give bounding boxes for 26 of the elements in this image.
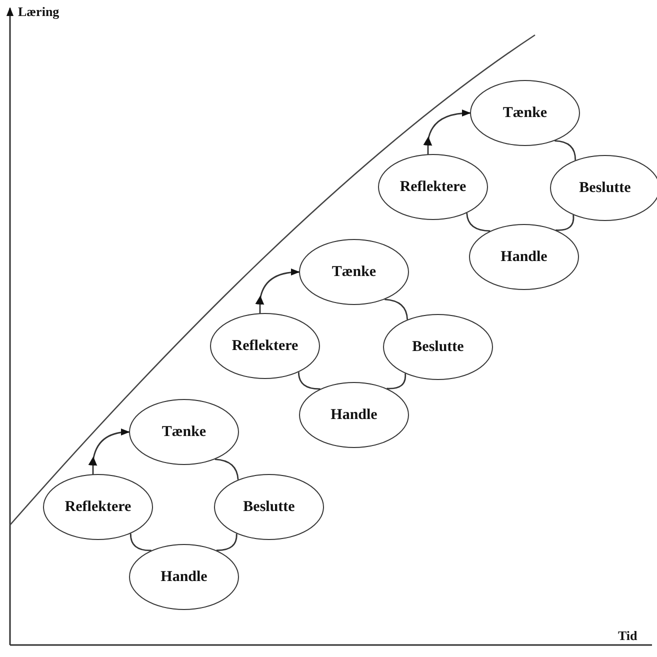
- connector: [384, 298, 408, 320]
- connector: [386, 373, 406, 390]
- connector: [466, 212, 490, 232]
- connector: [255, 268, 300, 314]
- ellipse-node: Handle: [129, 544, 239, 610]
- connector: [554, 140, 576, 160]
- connector: [214, 458, 239, 480]
- ellipse-node: Tænke: [470, 80, 580, 146]
- ellipse-node: Tænke: [299, 239, 409, 305]
- ellipse-node: Reflektere: [210, 313, 320, 379]
- ellipse-node: Reflektere: [378, 154, 488, 220]
- ellipse-node: Handle: [299, 382, 409, 448]
- ellipse-node: Reflektere: [43, 474, 153, 540]
- ellipse-node: Handle: [469, 224, 579, 290]
- ellipse-node: Tænke: [129, 399, 239, 465]
- ellipse-node: Beslutte: [214, 474, 324, 540]
- connector: [556, 214, 574, 231]
- connector: [216, 534, 238, 552]
- ellipse-node: Beslutte: [550, 155, 657, 221]
- connector: [423, 110, 470, 155]
- connector: [130, 534, 152, 552]
- ellipse-node: Beslutte: [383, 314, 493, 380]
- connector: [298, 372, 320, 390]
- axis-label: Læring: [18, 4, 60, 20]
- axis-label: Tid: [618, 628, 638, 644]
- connector: [88, 428, 130, 475]
